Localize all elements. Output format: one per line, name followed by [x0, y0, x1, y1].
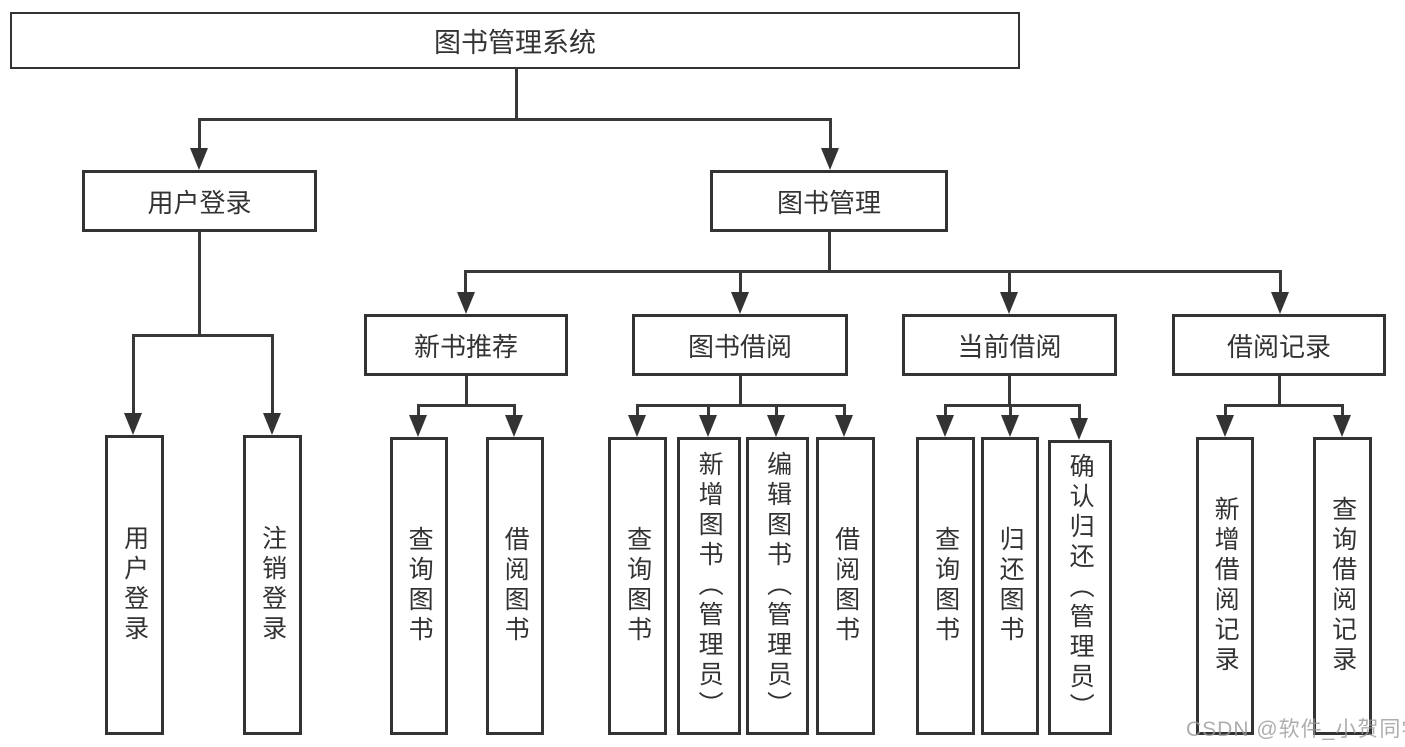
connector-drop-new-book-recommend [464, 270, 467, 293]
connector-user-login-stem [198, 231, 201, 337]
leaf-query-borrow-record-label: 查询借阅记录 [1328, 496, 1357, 676]
leaf-logout-label: 注销登录 [258, 525, 287, 645]
leaf-user-login: 用户登录 [105, 435, 164, 735]
node-book-borrow: 图书借阅 [632, 314, 848, 376]
connector-drop [1009, 404, 1012, 417]
connector-book-management-rail [464, 270, 1282, 273]
connector-drop [513, 404, 516, 417]
arrow-down-icon [1216, 415, 1234, 437]
arrow-down-icon [835, 415, 853, 437]
connector-drop-leaf-user-login [132, 334, 135, 414]
leaf-edit-book-admin: 编辑图书（管理员） [746, 437, 809, 735]
node-book-borrow-label: 图书借阅 [687, 331, 792, 362]
leaf-borrow-books-label: 借阅图书 [831, 526, 860, 646]
connector-drop [417, 404, 420, 417]
arrow-down-icon [457, 292, 475, 314]
node-root: 图书管理系统 [10, 12, 1020, 69]
arrow-down-icon [821, 148, 839, 170]
leaf-query-books-current-label: 查询图书 [931, 526, 960, 646]
node-new-book-recommend-label: 新书推荐 [413, 331, 518, 362]
leaf-query-books-borrow-label: 查询图书 [623, 526, 652, 646]
connector-drop [843, 404, 846, 417]
csdn-watermark: CSDN @软件_小贺同学 [1186, 718, 1405, 741]
arrow-down-icon [1070, 418, 1088, 440]
leaf-return-books: 归还图书 [981, 437, 1039, 735]
leaf-logout: 注销登录 [243, 435, 302, 735]
connector-drop-user-login [198, 118, 201, 150]
leaf-add-book-admin-label: 新增图书（管理员） [695, 451, 724, 721]
connector-current-rail [944, 404, 1081, 407]
leaf-query-books-borrow: 查询图书 [608, 437, 667, 735]
connector-recommend-rail [417, 404, 516, 407]
connector-root-rail [198, 118, 832, 121]
arrow-down-icon [190, 148, 208, 170]
connector-borrow-stem [739, 376, 742, 407]
arrow-down-icon [1271, 292, 1289, 314]
arrow-down-icon [699, 415, 717, 437]
node-root-label: 图书管理系统 [434, 28, 596, 58]
node-borrow-record-label: 借阅记录 [1226, 331, 1331, 362]
node-book-management: 图书管理 [710, 170, 948, 232]
connector-current-stem [1008, 376, 1011, 407]
leaf-borrow-books-recommend-label: 借阅图书 [501, 526, 530, 646]
leaf-query-books-recommend-label: 查询图书 [405, 526, 434, 646]
connector-record-stem [1278, 376, 1281, 407]
arrow-down-icon [263, 413, 281, 435]
connector-record-rail [1224, 404, 1344, 407]
connector-root-stem [515, 68, 518, 120]
leaf-borrow-books-recommend: 借阅图书 [486, 437, 544, 735]
node-new-book-recommend: 新书推荐 [364, 314, 568, 376]
connector-drop [1078, 404, 1081, 419]
leaf-confirm-return-admin: 确认归还（管理员） [1048, 440, 1112, 735]
connector-drop [636, 404, 639, 417]
leaf-confirm-return-admin-label: 确认归还（管理员） [1066, 452, 1095, 723]
connector-drop [1341, 404, 1344, 417]
connector-recommend-stem [465, 376, 468, 407]
connector-drop [707, 404, 710, 417]
leaf-return-books-label: 归还图书 [996, 526, 1025, 646]
arrow-down-icon [1001, 415, 1019, 437]
leaf-add-book-admin: 新增图书（管理员） [677, 437, 741, 735]
connector-drop [944, 404, 947, 417]
node-user-login: 用户登录 [82, 170, 317, 232]
connector-drop-leaf-logout [271, 334, 274, 414]
leaf-borrow-books: 借阅图书 [816, 437, 875, 735]
node-user-login-label: 用户登录 [147, 187, 252, 218]
leaf-add-borrow-record-label: 新增借阅记录 [1211, 496, 1240, 676]
connector-drop-borrow-record [1279, 270, 1282, 293]
arrow-down-icon [409, 415, 427, 437]
arrow-down-icon [731, 292, 749, 314]
node-current-borrow-label: 当前借阅 [957, 331, 1062, 362]
arrow-down-icon [505, 415, 523, 437]
arrow-down-icon [767, 415, 785, 437]
connector-drop-book-borrow [739, 270, 742, 293]
arrow-down-icon [1333, 415, 1351, 437]
arrow-down-icon [124, 413, 142, 435]
node-current-borrow: 当前借阅 [902, 314, 1117, 376]
leaf-edit-book-admin-label: 编辑图书（管理员） [763, 451, 792, 721]
node-book-management-label: 图书管理 [776, 187, 881, 218]
arrow-down-icon [936, 415, 954, 437]
arrow-down-icon [1000, 292, 1018, 314]
connector-borrow-rail [636, 404, 846, 407]
leaf-query-books-current: 查询图书 [916, 437, 975, 735]
node-borrow-record: 借阅记录 [1172, 314, 1386, 376]
connector-drop-current-borrow [1008, 270, 1011, 293]
leaf-query-books-recommend: 查询图书 [390, 437, 448, 735]
connector-user-login-rail [132, 334, 274, 337]
arrow-down-icon [628, 415, 646, 437]
connector-drop-book-management [829, 118, 832, 150]
connector-drop [1224, 404, 1227, 417]
connector-drop [775, 404, 778, 417]
leaf-query-borrow-record: 查询借阅记录 [1313, 437, 1372, 735]
leaf-user-login-label: 用户登录 [120, 525, 149, 645]
connector-book-management-stem [828, 231, 831, 273]
leaf-add-borrow-record: 新增借阅记录 [1196, 437, 1254, 735]
